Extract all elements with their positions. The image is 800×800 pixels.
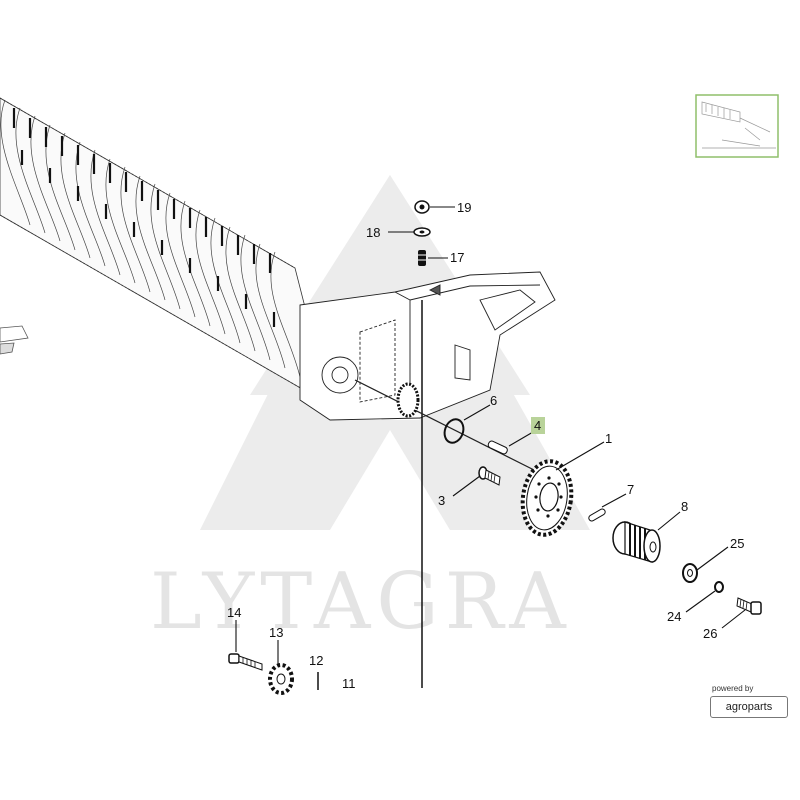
part-17-bolt (418, 250, 426, 266)
gearbox-housing (299, 271, 556, 421)
callout-18[interactable]: 18 (366, 225, 380, 240)
part-6-o-ring (443, 418, 465, 444)
part-19-nut (414, 200, 430, 214)
callout-26[interactable]: 26 (703, 626, 717, 641)
callout-13[interactable]: 13 (269, 625, 283, 640)
part-26-bolt (736, 597, 762, 615)
part-18-washer (413, 227, 431, 237)
part-25-washer (682, 563, 698, 583)
thumbnail-navigator[interactable] (695, 94, 779, 158)
callout-12[interactable]: 12 (309, 653, 323, 668)
callout-leader-lines (235, 206, 746, 666)
callout-6[interactable]: 6 (490, 393, 497, 408)
callout-3[interactable]: 3 (438, 493, 445, 508)
part-1-sprocket (520, 459, 574, 537)
offscreen-part-fragment (0, 325, 29, 355)
watermark-text: LYTAGRA (150, 557, 572, 647)
shaft-axis (354, 379, 551, 479)
callout-1[interactable]: 1 (605, 431, 612, 446)
callout-4[interactable]: 4 (534, 418, 541, 433)
callout-24[interactable]: 24 (667, 609, 681, 624)
part-8-hub (612, 521, 661, 563)
callout-8[interactable]: 8 (681, 499, 688, 514)
part-7-key (588, 508, 606, 522)
callout-14[interactable]: 14 (227, 605, 241, 620)
callout-11[interactable]: 11 (342, 676, 356, 691)
drive-gear (396, 382, 420, 418)
powered-by-label: powered by (712, 684, 754, 693)
agroparts-logo[interactable]: agroparts (710, 696, 788, 718)
callout-17[interactable]: 17 (450, 250, 464, 265)
part-4-key (487, 440, 508, 455)
part-14-bolt (228, 653, 263, 671)
part-13-sprocket (268, 663, 294, 695)
callout-labels: 19 18 17 6 4 1 3 7 8 25 24 26 14 13 12 1… (227, 200, 744, 691)
callout-25[interactable]: 25 (730, 536, 744, 551)
callout-highlight (531, 417, 545, 434)
part-3-bolt (478, 466, 501, 486)
part-24-lock-washer (714, 581, 724, 593)
rotor-drum (0, 97, 331, 406)
callout-19[interactable]: 19 (457, 200, 471, 215)
callout-7[interactable]: 7 (627, 482, 634, 497)
